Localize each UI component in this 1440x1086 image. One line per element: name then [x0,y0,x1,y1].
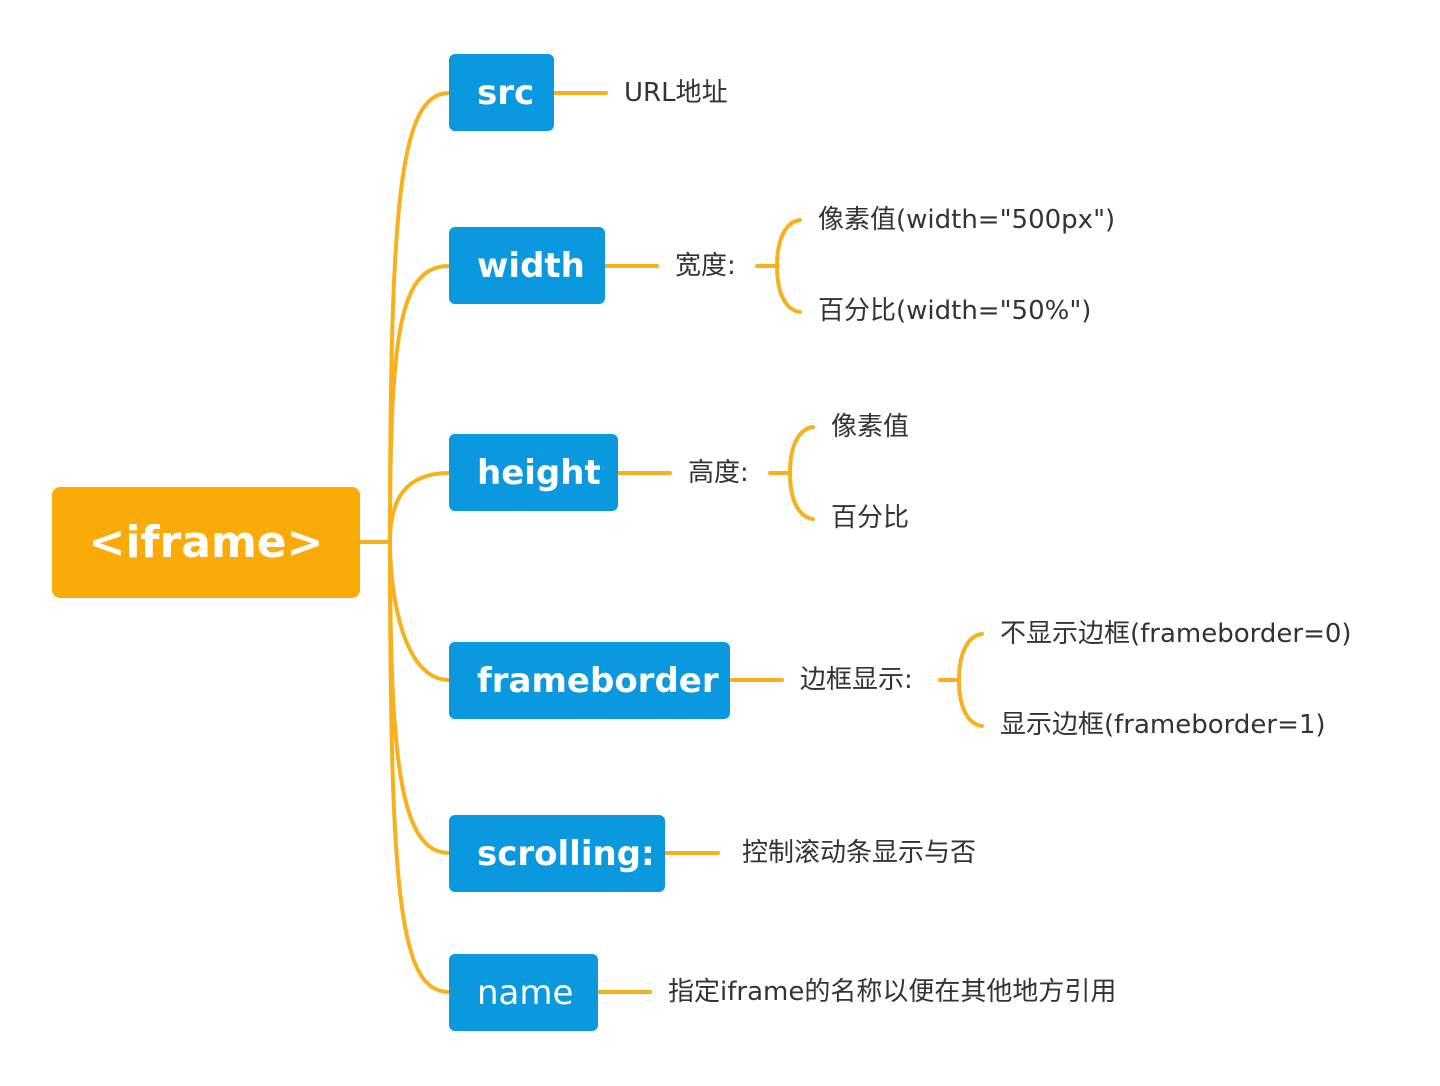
attr-node-width: width [449,227,605,304]
desc-scrolling: 控制滚动条显示与否 [742,838,977,868]
frameborder-bracket-top [957,632,984,682]
frameborder-bracket-bottom [957,678,984,728]
leaf-width-percent: 百分比(width="50%") [818,296,1092,326]
desc-name: 指定iframe的名称以便在其他地方引用 [668,977,1117,1007]
desc-frameborder: 边框显示: [800,665,913,695]
desc-src: URL地址 [624,78,728,108]
attr-label-scrolling: scrolling: [477,833,655,874]
attr-node-scrolling: scrolling: [449,815,665,892]
width-bracket-top [775,218,802,268]
leaf-height-percent: 百分比 [831,503,910,533]
root-node: <iframe> [52,487,360,598]
branch-scrolling [388,540,451,855]
attr-label-height: height [477,452,601,493]
height-bracket-bottom [788,471,815,521]
branch-height [388,471,451,544]
attr-label-src: src [477,72,535,113]
leaf-width-pixel: 像素值(width="500px") [818,205,1116,235]
height-bracket-top [788,425,815,475]
leaf-frameborder-on: 显示边框(frameborder=1) [1000,710,1326,740]
attr-node-src: src [449,54,554,131]
desc-height: 高度: [688,458,749,488]
width-bracket-bottom [775,264,802,314]
leaf-frameborder-off: 不显示边框(frameborder=0) [1000,619,1352,649]
leaf-height-pixel: 像素值 [831,412,910,442]
root-label: <iframe> [88,517,324,568]
attr-label-name: name [477,972,574,1013]
branch-width [388,264,451,544]
attr-node-frameborder: frameborder [449,642,730,719]
attr-label-frameborder: frameborder [477,660,719,701]
branch-name [388,540,451,994]
attr-node-name: name [449,954,598,1031]
branch-frameborder [388,540,451,682]
desc-width: 宽度: [675,251,736,281]
attr-label-width: width [477,245,585,286]
attr-node-height: height [449,434,618,511]
